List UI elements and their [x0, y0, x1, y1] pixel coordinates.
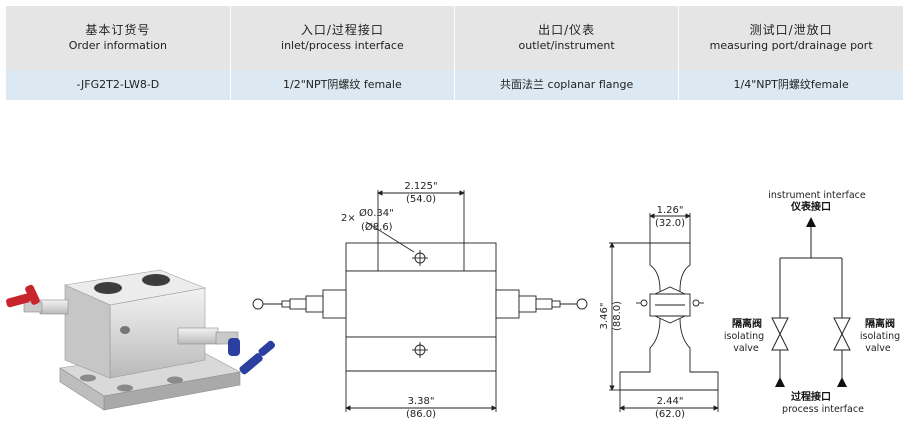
process-interface-en: process interface [782, 404, 864, 415]
hole-dim: Ø0.34" [359, 207, 394, 219]
side-bottom-dim: 2.44" [657, 396, 684, 407]
right-valve-en2: valve [865, 343, 891, 354]
side-view-drawing [609, 213, 719, 412]
instrument-interface-zh: 仪表接口 [790, 200, 831, 213]
manifold-photo [6, 269, 276, 411]
cell-inlet: 1/2"NPT阴螺纹 female [230, 70, 456, 100]
table-row: -JFG2T2-LW8-D 1/2"NPT阴螺纹 female 共面法兰 cop… [6, 70, 903, 100]
front-bottom-dim: 3.38" [408, 396, 435, 407]
front-bottom-dim-mm: (86.0) [406, 409, 436, 420]
cell-order-number: -JFG2T2-LW8-D [6, 70, 231, 100]
side-height-dim-mm: (88.0) [612, 301, 623, 331]
cell-outlet: 共面法兰 coplanar flange [454, 70, 680, 100]
side-top-dim-mm: (32.0) [655, 218, 685, 229]
side-height-dim: 3.46" [599, 303, 610, 330]
front-top-dim: 2.125" [404, 181, 437, 192]
side-view-labels: 1.26" (32.0) 3.46" (88.0) 2.44" (62.0) [599, 205, 685, 420]
left-valve-en2: valve [733, 343, 759, 354]
left-valve-zh: 隔离阀 [732, 317, 762, 330]
schematic-labels: instrument interface 仪表接口 隔离阀 isolating … [724, 190, 900, 415]
hole-dim-mm: (Ø8.6) [361, 221, 393, 233]
instrument-interface-en: instrument interface [768, 190, 866, 201]
flow-schematic [771, 217, 851, 387]
process-interface-zh: 过程接口 [791, 390, 831, 403]
right-valve-zh: 隔离阀 [865, 317, 895, 330]
side-top-dim: 1.26" [657, 205, 684, 216]
front-view-labels: 2.125" (54.0) 2× Ø0.34" (Ø8.6) 3.38" (86… [341, 181, 438, 420]
side-bottom-dim-mm: (62.0) [655, 409, 685, 420]
left-valve-en1: isolating [724, 331, 764, 342]
cell-measuring-port: 1/4"NPT阴螺纹female [678, 70, 903, 100]
front-top-dim-mm: (54.0) [406, 194, 436, 205]
front-view-drawing [252, 190, 588, 412]
right-valve-en1: isolating [860, 331, 900, 342]
hole-qty: 2× [341, 213, 356, 224]
